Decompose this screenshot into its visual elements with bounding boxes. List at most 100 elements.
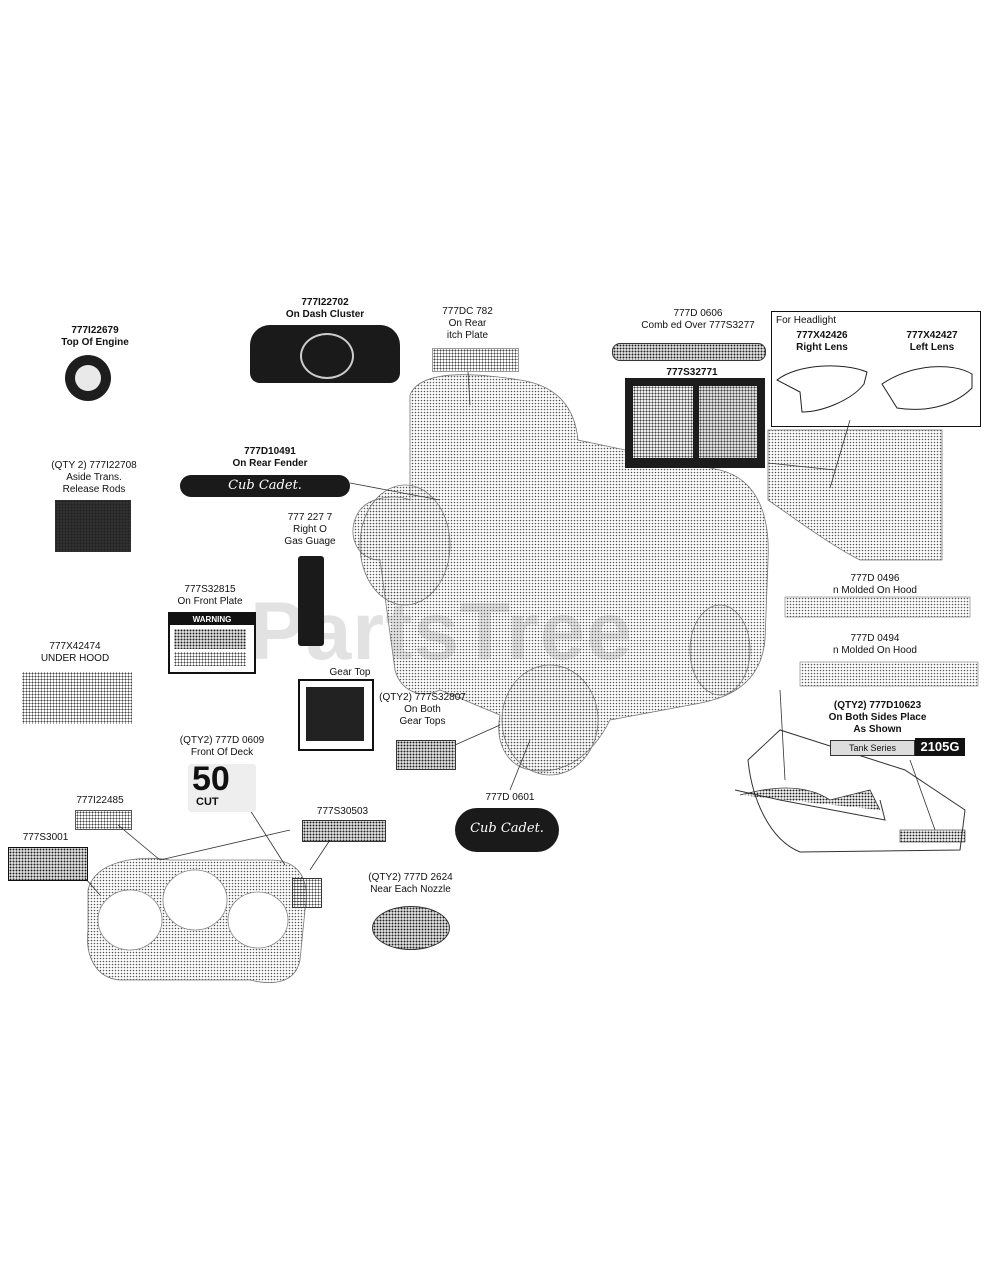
warning-banner: WARNING [170,614,254,625]
part-number: 777D 0601 [485,792,535,803]
headlight-lens-drawings [776,365,973,413]
part-location: Aside Trans. [66,472,122,483]
part-location: Near Each Nozzle [370,884,451,895]
decal-gear-top [298,679,374,751]
label-gear-top: Gear Top [325,667,375,679]
label-i22485: 777I22485 [60,795,140,807]
decal-gear-tops [396,740,456,770]
part-location-2: As Shown [853,724,902,735]
decal-s32771 [625,378,765,468]
decal-s30503 [302,820,386,842]
part-number: 777D 0496 [850,573,900,584]
part-location: Top Of Engine [61,337,129,348]
decal-under-hood [22,672,132,724]
part-location-2: Gas Guage [284,536,336,547]
part-location: UNDER HOOD [40,653,110,664]
decal-tank-series: Tank Series [830,740,915,756]
decal-rear-hitch [432,348,519,372]
decal-combined-strip [612,343,766,361]
decal-rear-fender: Cub Cadet. [180,475,350,497]
decal-s30016 [8,847,88,881]
label-s30016: 777S3001 [8,832,83,844]
decal-front-plate: WARNING [168,612,256,674]
part-number: (QTY2) 777D10623 [833,700,922,711]
part-number: 777X42474 [49,641,101,652]
label-front-plate: 777S32815 On Front Plate [165,584,255,608]
part-number: 777S3001 [22,832,69,843]
label-gas-gauge: 777 227 7 Right O Gas Guage [275,512,345,548]
part-number: (QTY 2) 777I22708 [51,460,137,471]
part-location: Right O [293,524,327,535]
label-both-sides: (QTY2) 777D10623 On Both Sides Place As … [820,700,935,736]
decal-d10601: Cub Cadet. [455,808,559,852]
part-location-2: Gear Tops [399,716,446,727]
hood-side-panel [747,729,966,853]
part-number: 777I22485 [76,795,124,806]
part-number: 777D 0494 [850,633,900,644]
label-molded-hood-1: 777D 0496 n Molded On Hood [830,573,920,597]
part-number: 777S32771 [666,367,718,378]
part-location: Front Of Deck [190,747,254,758]
label-under-hood: 777X42474 UNDER HOOD [30,641,120,665]
part-location: Left Lens [909,342,955,353]
part-number: 777D10491 [244,446,296,457]
part-number: 777I22679 [71,325,119,336]
part-number: 777S30503 [316,806,369,817]
part-location: On Rear [448,318,487,329]
label-dash-cluster: 777I22702 On Dash Cluster [270,297,380,321]
part-location: Gear Top [329,667,371,678]
part-location-2: itch Plate [446,330,489,341]
cut-size-number: 50 [192,760,230,798]
label-top-engine: 777I22679 Top Of Engine [50,325,140,349]
part-location: Right Lens [796,342,848,353]
part-location: On Front Plate [177,596,243,607]
part-location: n Molded On Hood [833,645,917,656]
decal-top-engine [65,355,111,401]
oil-icon [75,365,101,391]
part-location: On Dash Cluster [285,309,365,320]
part-location: On Both Sides Place [828,712,927,723]
part-location-2: Release Rods [62,484,126,495]
cub-cadet-logo: Cub Cadet. [228,478,302,493]
decal-i22485 [75,810,132,830]
part-location: Comb ed Over 777S3277 [641,320,755,331]
label-rear-hitch: 777DC 782 On Rear itch Plate [430,306,505,342]
cub-cadet-logo: Cub Cadet. [470,821,544,836]
label-front-deck: (QTY2) 777D 0609 Front Of Deck [172,735,272,759]
part-location: On Both [404,704,441,715]
part-number: 777DC 782 [442,306,493,317]
decal-2105g: 2105G [915,738,965,756]
headlight-callout-box: For Headlight 777X42426 Right Lens 777X4… [771,311,981,427]
part-number: 777I22702 [301,297,349,308]
decal-50-cut: 50 CUT [188,760,256,812]
label-d10601: 777D 0601 [475,792,545,804]
label-aside-trans: (QTY 2) 777I22708 Aside Trans. Release R… [44,460,144,496]
part-number: 777D 0606 [673,308,723,319]
label-s30503: 777S30503 [305,806,380,818]
part-number: (QTY2) 777D 0609 [179,735,265,746]
headlight-title: For Headlight [776,315,837,326]
part-number: 777X42427 [906,330,958,341]
label-s32771: 777S32771 [652,367,732,379]
cut-word: CUT [196,796,219,808]
part-number: (QTY2) 777D 2624 [368,872,453,883]
decal-deck-handle [292,878,322,908]
label-left-lens: 777X42427 Left Lens [888,330,976,354]
dash-gauge-icon [300,333,354,379]
decal-aside-trans [55,500,131,552]
label-right-lens: 777X42426 Right Lens [778,330,866,354]
label-molded-hood-2: 777D 0494 n Molded On Hood [830,633,920,657]
molded-hood-strip-2 [799,661,979,687]
decal-gas-gauge [298,556,324,646]
decal-dash-cluster [250,325,400,383]
label-gear-tops: (QTY2) 777S32807 On Both Gear Tops [370,692,475,728]
part-location: On Rear Fender [232,458,308,469]
part-number: 777S32815 [184,584,236,595]
decal-nozzle [372,906,450,950]
molded-hood-strip-1 [784,596,971,618]
part-number: (QTY2) 777S32807 [379,692,466,703]
label-nozzle: (QTY2) 777D 2624 Near Each Nozzle [358,872,463,896]
hood-side [767,429,943,561]
part-location: n Molded On Hood [833,585,917,596]
